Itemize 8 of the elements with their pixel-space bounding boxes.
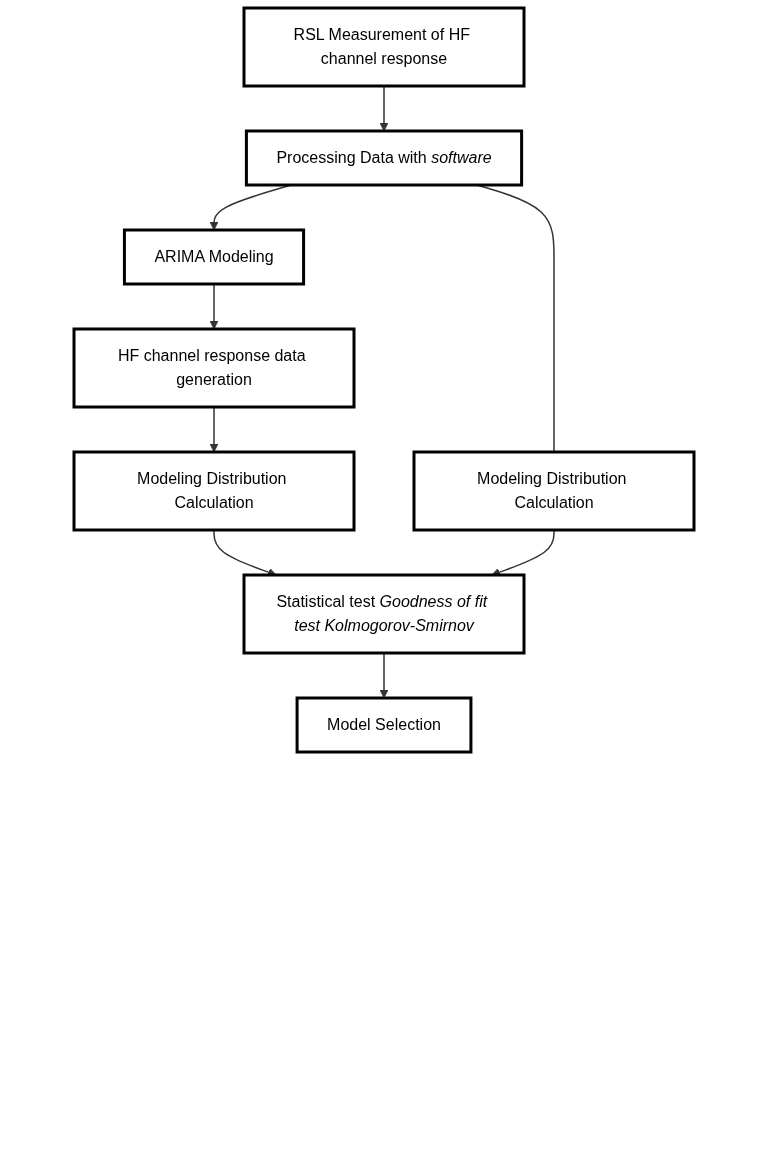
node-box: RSL Measurement of HF channel response: [242, 6, 526, 88]
node-box: Model Selection: [295, 696, 473, 754]
node-box: Statistical test Goodness of fit test Kolmogorov-Smirnov: [242, 573, 526, 655]
node-box: HF channel response data generation: [72, 327, 356, 409]
node-box: Modeling Distribution Calculation: [412, 450, 696, 532]
node-box: Modeling Distribution Calculation: [72, 450, 356, 532]
node-box: Processing Data with software: [244, 129, 524, 187]
node-box: ARIMA Modeling: [122, 228, 306, 286]
